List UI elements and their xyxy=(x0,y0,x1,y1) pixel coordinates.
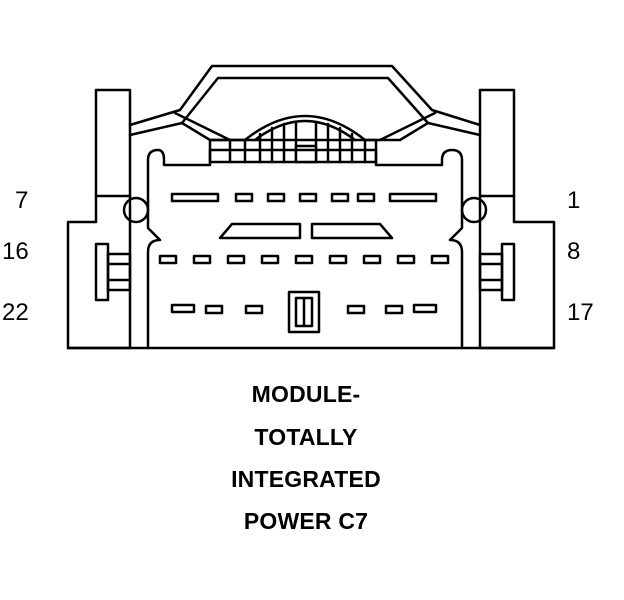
keying-blades xyxy=(218,222,394,240)
pin-label-1: 1 xyxy=(567,187,580,214)
pin-label-8: 8 xyxy=(567,238,580,265)
center-latch-window xyxy=(287,290,321,334)
pin-label-16: 16 xyxy=(2,238,29,265)
caption-line-4: POWER C7 xyxy=(243,508,369,534)
caption-line-2: TOTALLY xyxy=(254,424,358,450)
pin-label-7: 7 xyxy=(15,187,28,214)
right-lock-tab xyxy=(478,242,516,302)
connector-housing xyxy=(66,88,132,350)
caption-line-1: MODULE- xyxy=(251,381,361,407)
pin-label-17: 17 xyxy=(567,299,594,326)
cavity-row-2 xyxy=(158,254,450,265)
latch-ribs xyxy=(208,120,378,164)
connector-diagram: 7 16 22 1 8 17 xyxy=(2,64,594,350)
caption-line-3: INTEGRATED xyxy=(231,466,381,492)
pin-label-22: 22 xyxy=(2,299,29,326)
latch-arch xyxy=(243,114,367,142)
cavity-row-3 xyxy=(170,303,438,315)
cavity-row-1 xyxy=(170,192,438,203)
connector-housing-right xyxy=(478,88,556,350)
connector-face xyxy=(146,148,464,350)
latch-hood xyxy=(128,64,482,127)
left-lock-tab xyxy=(94,242,132,302)
